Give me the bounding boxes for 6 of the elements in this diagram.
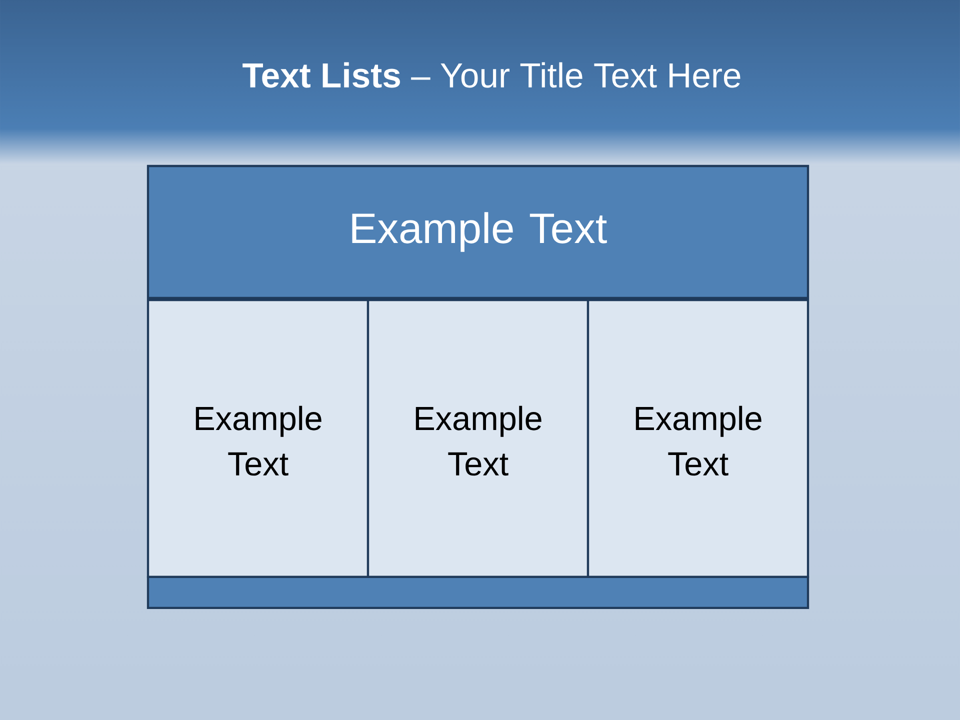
heading-box: Example Text: [146, 164, 810, 300]
text-box: Example Text: [586, 298, 810, 578]
footer-bar: [146, 576, 810, 610]
slide-title: Text Lists – Your Title Text Here: [242, 62, 740, 88]
text-box: Example Text: [146, 298, 370, 578]
text-box: Example Text: [366, 298, 590, 578]
